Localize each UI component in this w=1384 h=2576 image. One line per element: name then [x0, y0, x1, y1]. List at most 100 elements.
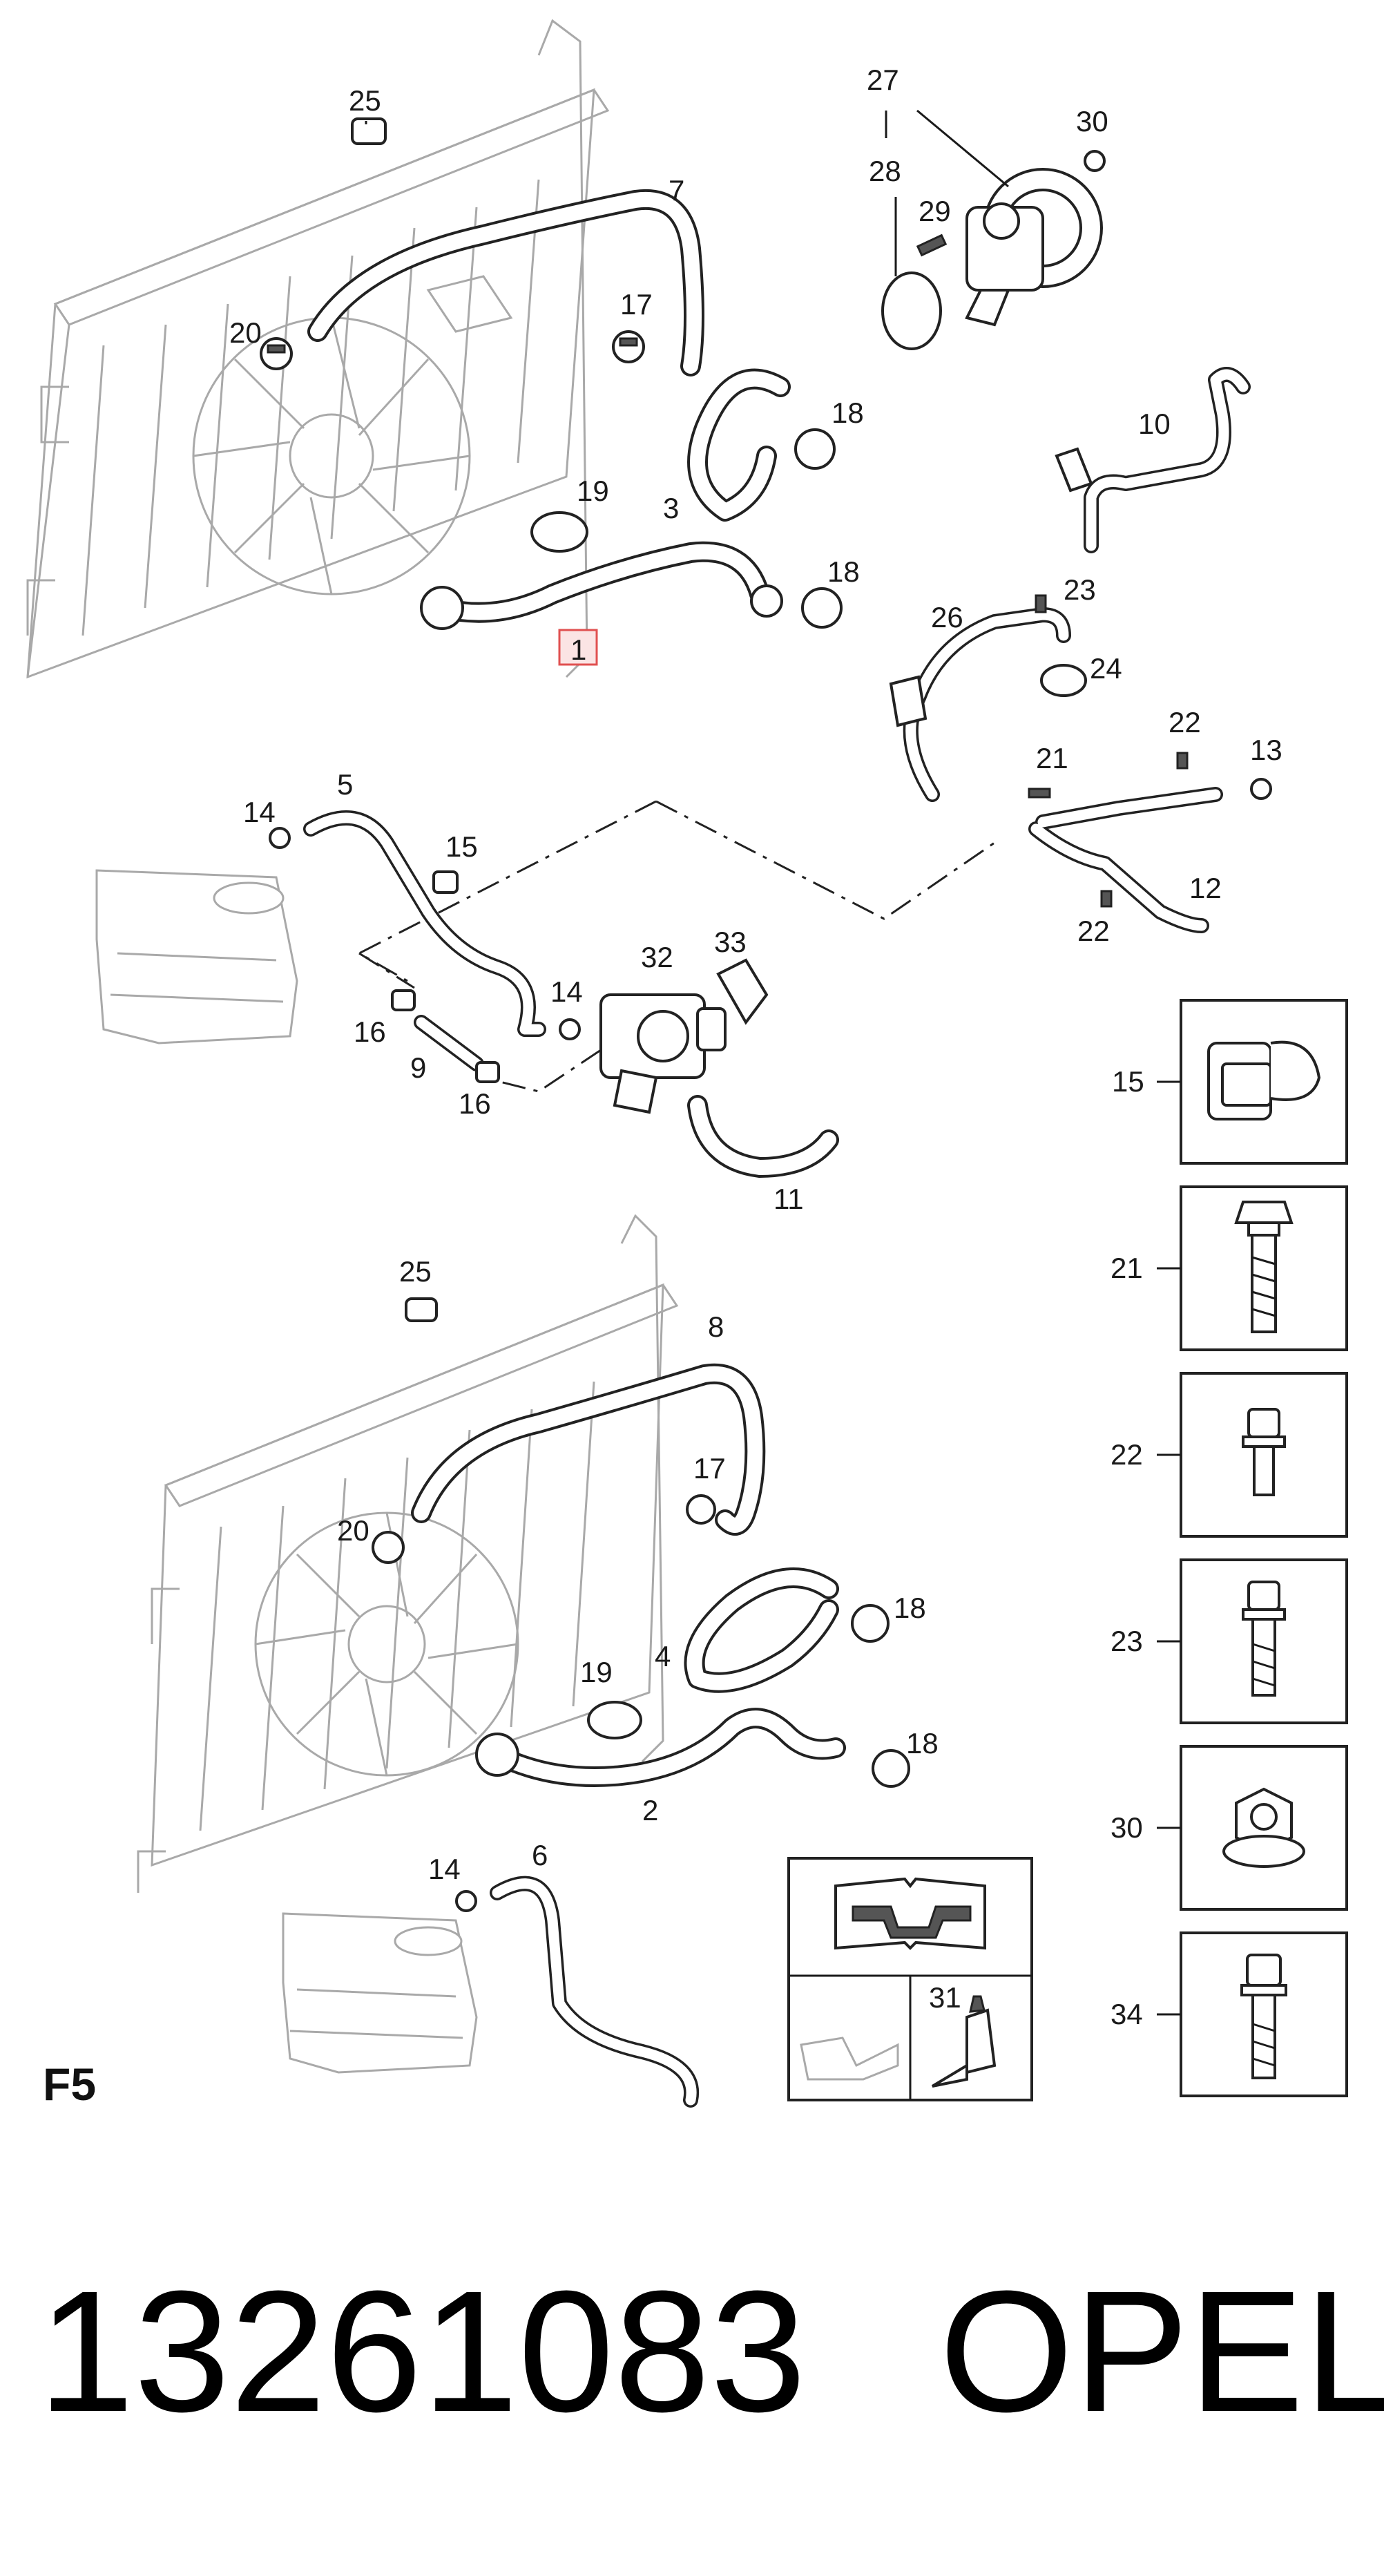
label-21: 21	[1111, 1252, 1143, 1284]
callout-18c: 18	[894, 1592, 926, 1624]
callout-15: 15	[445, 830, 478, 863]
callout-18b: 18	[827, 555, 860, 588]
bolt-21-part	[1028, 788, 1051, 799]
callout-14a: 14	[243, 796, 276, 828]
leader-lines	[365, 109, 1009, 276]
clamp-16a	[391, 989, 416, 1011]
gasket-24	[1040, 664, 1087, 697]
callout-6: 6	[532, 1839, 548, 1871]
detail-box-30	[1157, 1745, 1348, 1911]
engine-outline	[356, 800, 995, 1093]
callout-3: 3	[663, 492, 679, 524]
water-pump-27	[965, 168, 1103, 327]
clamp-15-part	[432, 870, 459, 894]
label-15: 15	[1112, 1065, 1144, 1098]
callout-29: 29	[919, 195, 951, 227]
detail-box-15	[1157, 999, 1348, 1165]
gasket-33	[716, 958, 769, 1025]
callout-25a: 25	[349, 84, 381, 117]
callout-19a: 19	[577, 475, 609, 507]
callout-14c: 14	[428, 1853, 461, 1885]
hose-2	[475, 1708, 846, 1787]
callout-19b: 19	[580, 1656, 613, 1688]
callout-31: 31	[929, 1981, 961, 2014]
detail-box-21	[1157, 1185, 1348, 1351]
callout-22a: 22	[1169, 706, 1201, 738]
hose-5	[303, 810, 546, 1037]
part-number: 13261083	[38, 2255, 806, 2448]
callout-27: 27	[867, 64, 899, 96]
label-30: 30	[1111, 1811, 1143, 1844]
hose-6	[490, 1876, 700, 2108]
clamp-14-mid	[559, 1018, 581, 1040]
pipe-10	[1055, 367, 1251, 553]
callout-30: 30	[1076, 105, 1108, 137]
clamp-18b	[801, 587, 843, 629]
callout-13: 13	[1250, 734, 1282, 766]
callout-22b: 22	[1077, 915, 1110, 947]
callout-26: 26	[931, 601, 963, 633]
callout-10: 10	[1138, 408, 1171, 440]
expansion-tank-upper	[95, 869, 298, 1044]
clamp-18c	[851, 1604, 890, 1643]
clamp-25-lower	[405, 1297, 438, 1322]
callout-1: 1	[570, 633, 586, 666]
label-34: 34	[1111, 1998, 1143, 2030]
clamp-16b	[475, 1061, 500, 1083]
hose-8	[411, 1363, 766, 1536]
detail-box-22	[1157, 1372, 1348, 1538]
callout-18d: 18	[906, 1727, 939, 1759]
clamp-20-upper	[260, 337, 293, 370]
callout-20a: 20	[229, 316, 262, 349]
sealant-tube-icon	[931, 1995, 997, 2088]
clamp-14-upper	[269, 827, 291, 849]
clamp-20-lower	[372, 1531, 405, 1564]
radiator-upper	[26, 19, 610, 679]
clamp-19-lower	[587, 1701, 642, 1739]
bolt-23-part	[1035, 594, 1047, 613]
stud-29	[916, 233, 948, 257]
hose-9	[414, 1015, 484, 1071]
sheet-code: F5	[43, 2059, 96, 2110]
callout-18a: 18	[832, 397, 864, 429]
hose-1	[420, 541, 783, 630]
callout-20b: 20	[337, 1514, 369, 1547]
pipe-12	[1028, 787, 1223, 933]
clamp-18d	[872, 1749, 910, 1788]
detail-box-34	[1157, 1931, 1348, 2097]
callout-32: 32	[641, 941, 673, 973]
pipe-26	[889, 607, 1071, 802]
clamp-14-lower	[455, 1890, 477, 1912]
callout-11: 11	[773, 1183, 804, 1215]
clamp-17-lower	[686, 1494, 716, 1525]
hose-11	[687, 1095, 839, 1178]
callout-17b: 17	[693, 1452, 726, 1485]
callout-16a: 16	[354, 1015, 386, 1048]
callout-9: 9	[410, 1051, 426, 1084]
callout-8: 8	[708, 1310, 724, 1343]
oil-can-icon	[800, 2036, 899, 2081]
detail-box-23	[1157, 1558, 1348, 1724]
callout-25b: 25	[399, 1255, 432, 1288]
workshop-manual-icon	[834, 1877, 986, 1950]
callout-14b: 14	[550, 975, 583, 1008]
callout-24: 24	[1090, 652, 1122, 685]
bolt-22-part-b	[1100, 890, 1113, 908]
expansion-tank-lower	[282, 1912, 478, 2074]
callout-12: 12	[1189, 872, 1222, 904]
nut-30	[1084, 150, 1106, 172]
hose-4	[684, 1567, 839, 1693]
callout-28: 28	[869, 155, 901, 187]
callout-2: 2	[642, 1794, 658, 1826]
clamp-17-upper	[612, 330, 645, 363]
callout-23: 23	[1064, 573, 1096, 606]
clamp-25-upper	[351, 117, 387, 145]
hose-3	[687, 368, 791, 522]
o-ring-13	[1250, 778, 1272, 800]
clamp-18a	[794, 428, 836, 470]
callout-7: 7	[669, 174, 684, 207]
callout-5: 5	[337, 768, 353, 801]
highlight-box-1	[558, 629, 598, 666]
label-23: 23	[1111, 1625, 1143, 1657]
